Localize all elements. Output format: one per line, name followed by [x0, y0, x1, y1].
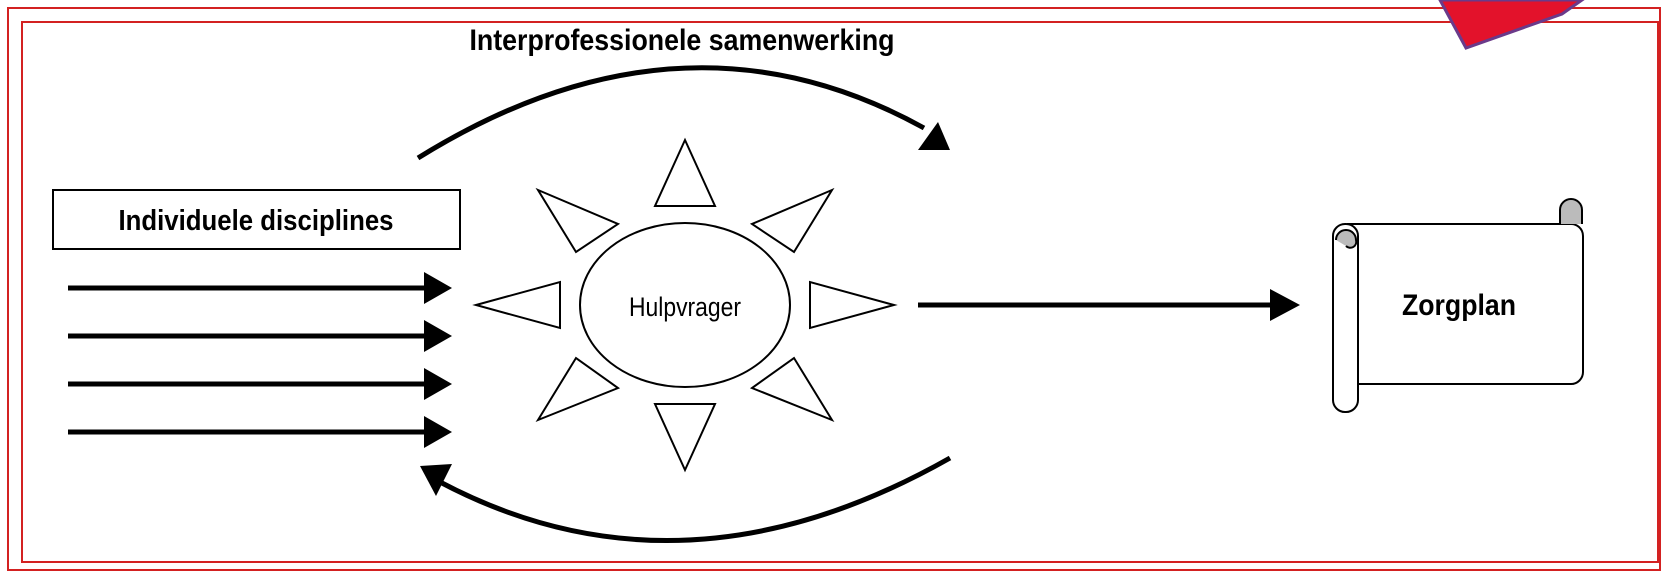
ray-top-left: [535, 187, 621, 254]
discipline-arrow-4-head: [424, 416, 452, 448]
ray-right: [809, 280, 898, 330]
care-plan-label: Zorgplan: [1402, 289, 1516, 322]
scroll-left-roll: [1332, 223, 1359, 413]
ray-top-right: [749, 187, 835, 254]
individual-disciplines-box: [52, 189, 461, 250]
client-ellipse: [579, 222, 791, 388]
bottom-curved-arrow-line: [438, 455, 952, 544]
ray-bottom: [653, 403, 717, 473]
ray-bottom-left: [535, 356, 621, 423]
discipline-arrows: [68, 272, 452, 448]
scroll-left-curl: [1335, 229, 1358, 249]
scroll-top-curl: [1559, 198, 1583, 224]
corner-accent-shape: [1438, 0, 1585, 50]
inner-frame: [21, 21, 1659, 563]
scroll-sheet: [1347, 222, 1585, 385]
sun-rays: [472, 137, 898, 473]
individual-disciplines-label: Individuele disciplines: [119, 205, 394, 237]
discipline-arrow-3-head: [424, 368, 452, 400]
top-curved-arrowhead: [918, 122, 950, 150]
top-curved-arrow-line: [416, 65, 926, 161]
care-plan-arrowhead: [1270, 289, 1300, 321]
care-plan-scroll: [1332, 198, 1585, 413]
client-label: Hulpvrager: [629, 292, 741, 322]
bottom-curved-arrowhead: [420, 464, 452, 496]
diagram-title: Interprofessionele samenwerking: [470, 24, 895, 57]
ray-left: [472, 280, 561, 330]
ray-bottom-right: [749, 356, 835, 423]
discipline-arrow-1-head: [424, 272, 452, 304]
outer-frame: [7, 7, 1661, 571]
ray-top: [653, 137, 717, 207]
discipline-arrow-2-head: [424, 320, 452, 352]
